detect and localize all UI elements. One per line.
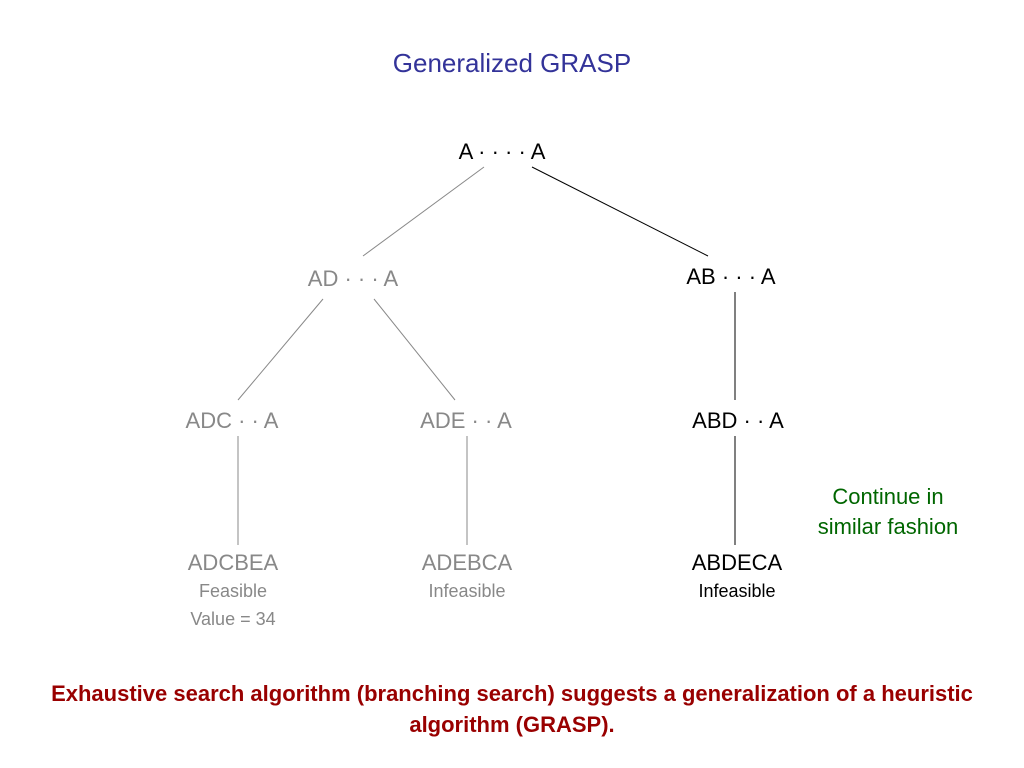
slide-title: Generalized GRASP [392,48,632,78]
node-ade: ADE · · A [420,408,512,433]
slide-caption: Exhaustive search algorithm (branching s… [51,681,973,737]
edge-ad-ade [373,298,456,401]
node-abdeca: ABDECA [691,550,783,575]
adebca-status: Infeasible [428,581,506,601]
edge-ad-adc [237,298,324,401]
node-adc: ADC · · A [185,408,279,433]
abdeca-status: Infeasible [698,581,776,601]
node-adcbea: ADCBEA [187,550,279,575]
edge-root-ab [531,166,709,257]
adcbea-value: Value = 34 [190,609,276,629]
node-ab: AB · · · A [686,264,776,289]
continue-note: Continue in similar fashion [817,484,959,539]
node-adebca: ADEBCA [421,550,513,575]
edge-root-ad [362,166,485,257]
adcbea-status: Feasible [198,581,268,601]
node-abd: ABD · · A [692,408,784,433]
node-ad: AD · · · A [307,266,399,291]
node-root: A · · · · A [458,139,546,164]
